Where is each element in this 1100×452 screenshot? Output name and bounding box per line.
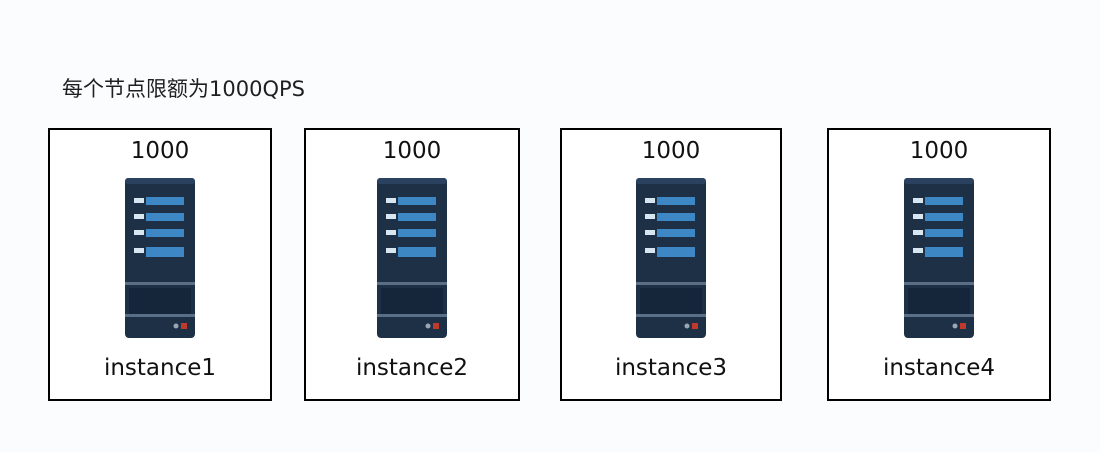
diagram-caption: 每个节点限额为1000QPS bbox=[62, 77, 305, 101]
node-name: instance3 bbox=[614, 355, 728, 381]
server-icon bbox=[903, 178, 975, 338]
node-quota: 1000 bbox=[130, 138, 190, 164]
node-quota: 1000 bbox=[382, 138, 442, 164]
node-quota: 1000 bbox=[641, 138, 701, 164]
server-icon bbox=[635, 178, 707, 338]
node-box-instance1: 1000 instance1 bbox=[48, 128, 272, 401]
node-box-instance2: 1000 instance2 bbox=[304, 128, 520, 401]
node-name: instance4 bbox=[882, 355, 996, 381]
node-box-instance4: 1000 instance4 bbox=[827, 128, 1051, 401]
node-name: instance1 bbox=[103, 355, 217, 381]
node-quota: 1000 bbox=[909, 138, 969, 164]
node-name: instance2 bbox=[355, 355, 469, 381]
server-icon bbox=[376, 178, 448, 338]
node-box-instance3: 1000 instance3 bbox=[560, 128, 782, 401]
server-icon bbox=[124, 178, 196, 338]
